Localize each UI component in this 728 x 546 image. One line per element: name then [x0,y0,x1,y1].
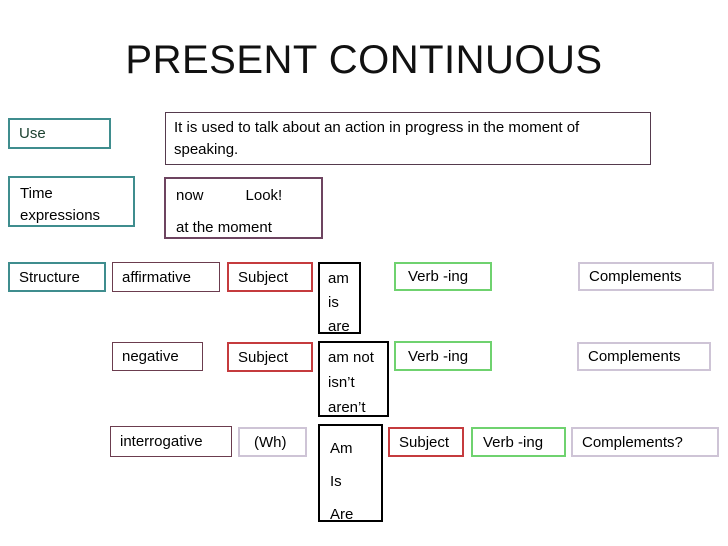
verb-form-am: am [328,270,349,287]
verb-form-is: is [328,294,339,311]
verb-form-am-not: am not [328,349,374,366]
interrogative-verbing-box: Verb -ing [471,427,566,457]
use-description-box: It is used to talk about an action in pr… [165,112,651,165]
verb-form-am-q: Am [330,440,353,457]
affirmative-subject-box: Subject [227,262,313,292]
interrogative-subject-box: Subject [388,427,464,457]
affirmative-verb-forms-box: am is are [318,262,361,335]
interrogative-label-box: interrogative [110,426,232,457]
time-example-look: Look! [245,187,283,204]
time-example-now: now [176,187,204,204]
time-example-moment: at the moment [176,219,272,236]
negative-complements-box: Complements [577,342,711,371]
verb-form-isnt: isn’t [328,374,355,391]
use-label-box: Use [8,118,111,149]
negative-verbing-box: Verb -ing [394,341,492,371]
structure-label-box: Structure [8,262,106,292]
verb-form-arent: aren’t [328,399,366,416]
interrogative-complements-box: Complements? [571,427,719,457]
verb-form-are-q: Are [330,506,354,523]
negative-subject-box: Subject [227,342,313,372]
time-expressions-label-box: Time expressions [8,176,135,227]
time-expressions-examples-box: now Look! at the moment [164,177,323,239]
negative-label-box: negative [112,342,203,371]
verb-form-are: are [328,318,350,335]
slide-title: PRESENT CONTINUOUS [125,38,603,82]
time-example-line1: now Look! [176,186,311,206]
affirmative-verbing-box: Verb -ing [394,262,492,291]
interrogative-verb-forms-box: Am Is Are [318,424,383,523]
verb-form-is-q: Is [330,473,342,490]
affirmative-complements-box: Complements [578,262,714,291]
affirmative-label-box: affirmative [112,262,220,292]
interrogative-wh-box: (Wh) [238,427,307,457]
negative-verb-forms-box: am not isn’t aren’t [318,341,389,417]
